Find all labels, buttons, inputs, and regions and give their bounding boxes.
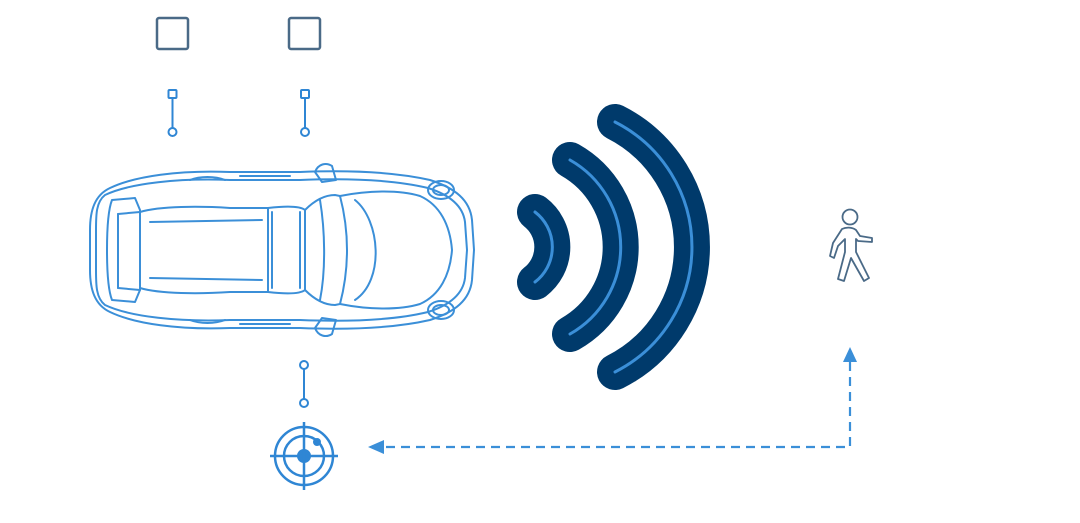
- arrowhead-up-icon: [843, 347, 857, 362]
- square-outline-icon: [287, 16, 322, 51]
- connector-bottom: [299, 360, 309, 408]
- square-outline-icon: [155, 16, 190, 51]
- connector-left: [167, 89, 178, 137]
- radar-target-icon: [270, 422, 338, 490]
- sports-car-top-view-icon: [89, 163, 475, 337]
- walking-person-icon: [829, 208, 873, 282]
- dashed-arrow: [368, 347, 857, 454]
- signal-waves-icon: [517, 104, 710, 390]
- arrowhead-left-icon: [368, 440, 384, 454]
- connector-right: [300, 89, 310, 137]
